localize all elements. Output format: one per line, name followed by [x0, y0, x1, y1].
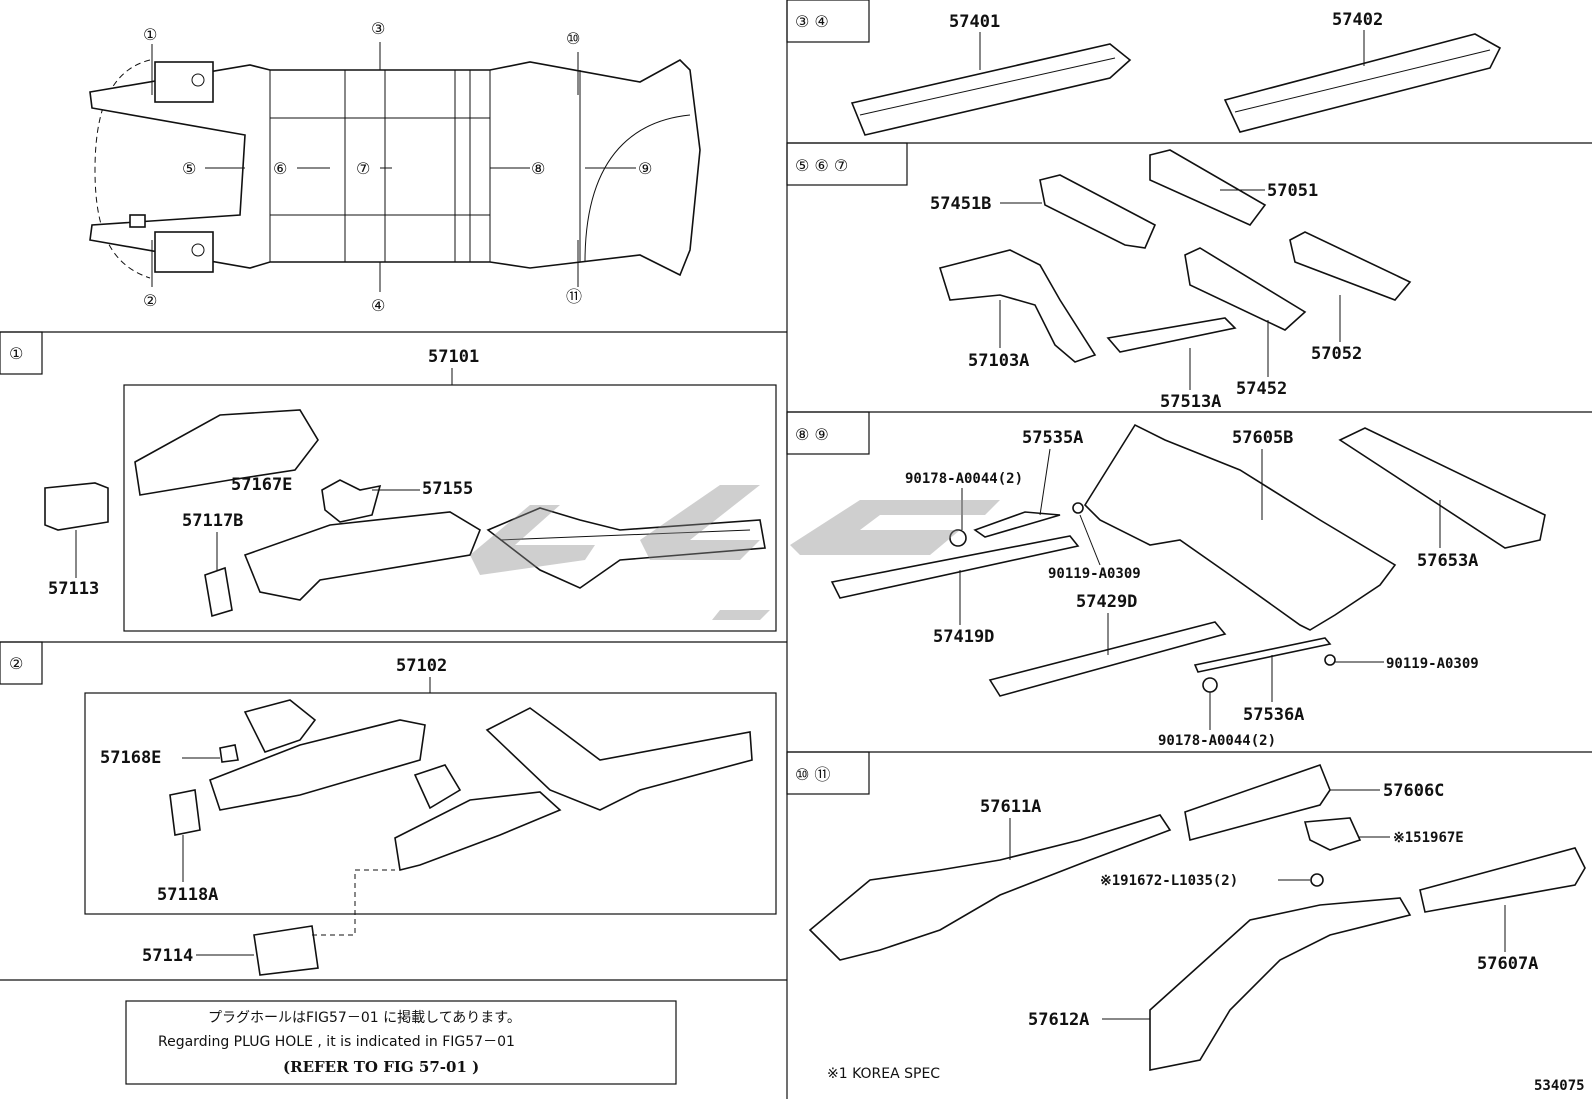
label-90119-A0309-upper: 90119-A0309 — [1048, 566, 1141, 582]
label-57611A: 57611A — [980, 797, 1041, 817]
label-57155: 57155 — [422, 479, 473, 499]
marker-11: ⑪ — [566, 287, 582, 306]
marker-4: ④ — [371, 296, 385, 315]
plug-hole-note: プラグホールはFIG57－01 に掲載してあります。 Regarding PLU… — [125, 1000, 677, 1085]
marker-3: ③ — [371, 19, 385, 38]
watermark-logo — [470, 485, 1000, 620]
label-57168E: 57168E — [100, 748, 161, 768]
panel-3-4: ③ ④ 57401 57402 — [795, 10, 1502, 136]
panel-10-11-tag: ⑩ ⑪ — [795, 765, 830, 784]
label-57402: 57402 — [1332, 10, 1383, 30]
label-57607A: 57607A — [1477, 954, 1538, 974]
marker-2: ② — [143, 291, 157, 310]
overview-frame — [89, 42, 701, 292]
marker-9: ⑨ — [638, 159, 652, 178]
label-57451B: 57451B — [930, 194, 991, 214]
label-90119-A0309-lower: 90119-A0309 — [1386, 656, 1479, 672]
label-57612A: 57612A — [1028, 1010, 1089, 1030]
note-line-en: Regarding PLUG HOLE , it is indicated in… — [158, 1034, 515, 1050]
panel-1: ① 57101 57167E 57155 57117B 57113 — [9, 344, 777, 632]
label-57052: 57052 — [1311, 344, 1362, 364]
panel-5-6-7: ⑤ ⑥ ⑦ 57451B 57051 57103A 57052 57452 57… — [795, 149, 1412, 412]
marker-1: ① — [143, 25, 157, 44]
label-57117B: 57117B — [182, 511, 243, 531]
label-57606C: 57606C — [1383, 781, 1444, 801]
note-line-ja: プラグホールはFIG57－01 に掲載してあります。 — [208, 1010, 521, 1026]
panel-10-11: ⑩ ⑪ 57611A 57606C ※151967E ※191672-L1035… — [795, 763, 1586, 1094]
panel-8-9-tag: ⑧ ⑨ — [795, 425, 829, 444]
label-57167E: 57167E — [231, 475, 292, 495]
label-57513A: 57513A — [1160, 392, 1221, 412]
panel-5-6-7-tag: ⑤ ⑥ ⑦ — [795, 156, 848, 175]
label-57103A: 57103A — [968, 351, 1029, 371]
label-151967E: ※151967E — [1393, 830, 1464, 846]
panel-8-9: ⑧ ⑨ 57535A 57605B 90178-A0044(2) 57653A … — [795, 423, 1546, 749]
label-57419D: 57419D — [933, 627, 994, 647]
label-57429D: 57429D — [1076, 592, 1137, 612]
label-57051: 57051 — [1267, 181, 1318, 201]
figure-id: 534075 — [1534, 1078, 1585, 1094]
korea-spec-footnote: ※1 KOREA SPEC — [827, 1066, 940, 1082]
marker-6: ⑥ — [273, 159, 287, 178]
panel-2: ② 57102 57168E 57118A 57114 — [9, 654, 777, 976]
label-57452: 57452 — [1236, 379, 1287, 399]
label-57102: 57102 — [396, 656, 447, 676]
marker-8: ⑧ — [531, 159, 545, 178]
label-57536A: 57536A — [1243, 705, 1304, 725]
label-57113: 57113 — [48, 579, 99, 599]
marker-7: ⑦ — [356, 159, 370, 178]
label-57114: 57114 — [142, 946, 193, 966]
label-57101: 57101 — [428, 347, 479, 367]
label-191672-L1035: ※191672-L1035(2) — [1100, 873, 1238, 889]
note-line-refer: (REFER TO FIG 57-01 ) — [283, 1058, 479, 1076]
panel-3-4-tag: ③ ④ — [795, 12, 829, 31]
panel-2-tag: ② — [9, 654, 23, 673]
overview-markers: ① ② ③ ④ ⑤ ⑥ ⑦ ⑧ ⑨ ⑩ ⑪ — [143, 19, 652, 315]
label-57653A: 57653A — [1417, 551, 1478, 571]
label-57605B: 57605B — [1232, 428, 1293, 448]
marker-5: ⑤ — [182, 159, 196, 178]
label-57401: 57401 — [949, 12, 1000, 32]
marker-10: ⑩ — [566, 29, 580, 48]
label-90178-A0044-lower: 90178-A0044(2) — [1158, 733, 1276, 749]
label-57118A: 57118A — [157, 885, 218, 905]
label-90178-A0044-upper: 90178-A0044(2) — [905, 471, 1023, 487]
label-57535A: 57535A — [1022, 428, 1083, 448]
panel-1-tag: ① — [9, 344, 23, 363]
